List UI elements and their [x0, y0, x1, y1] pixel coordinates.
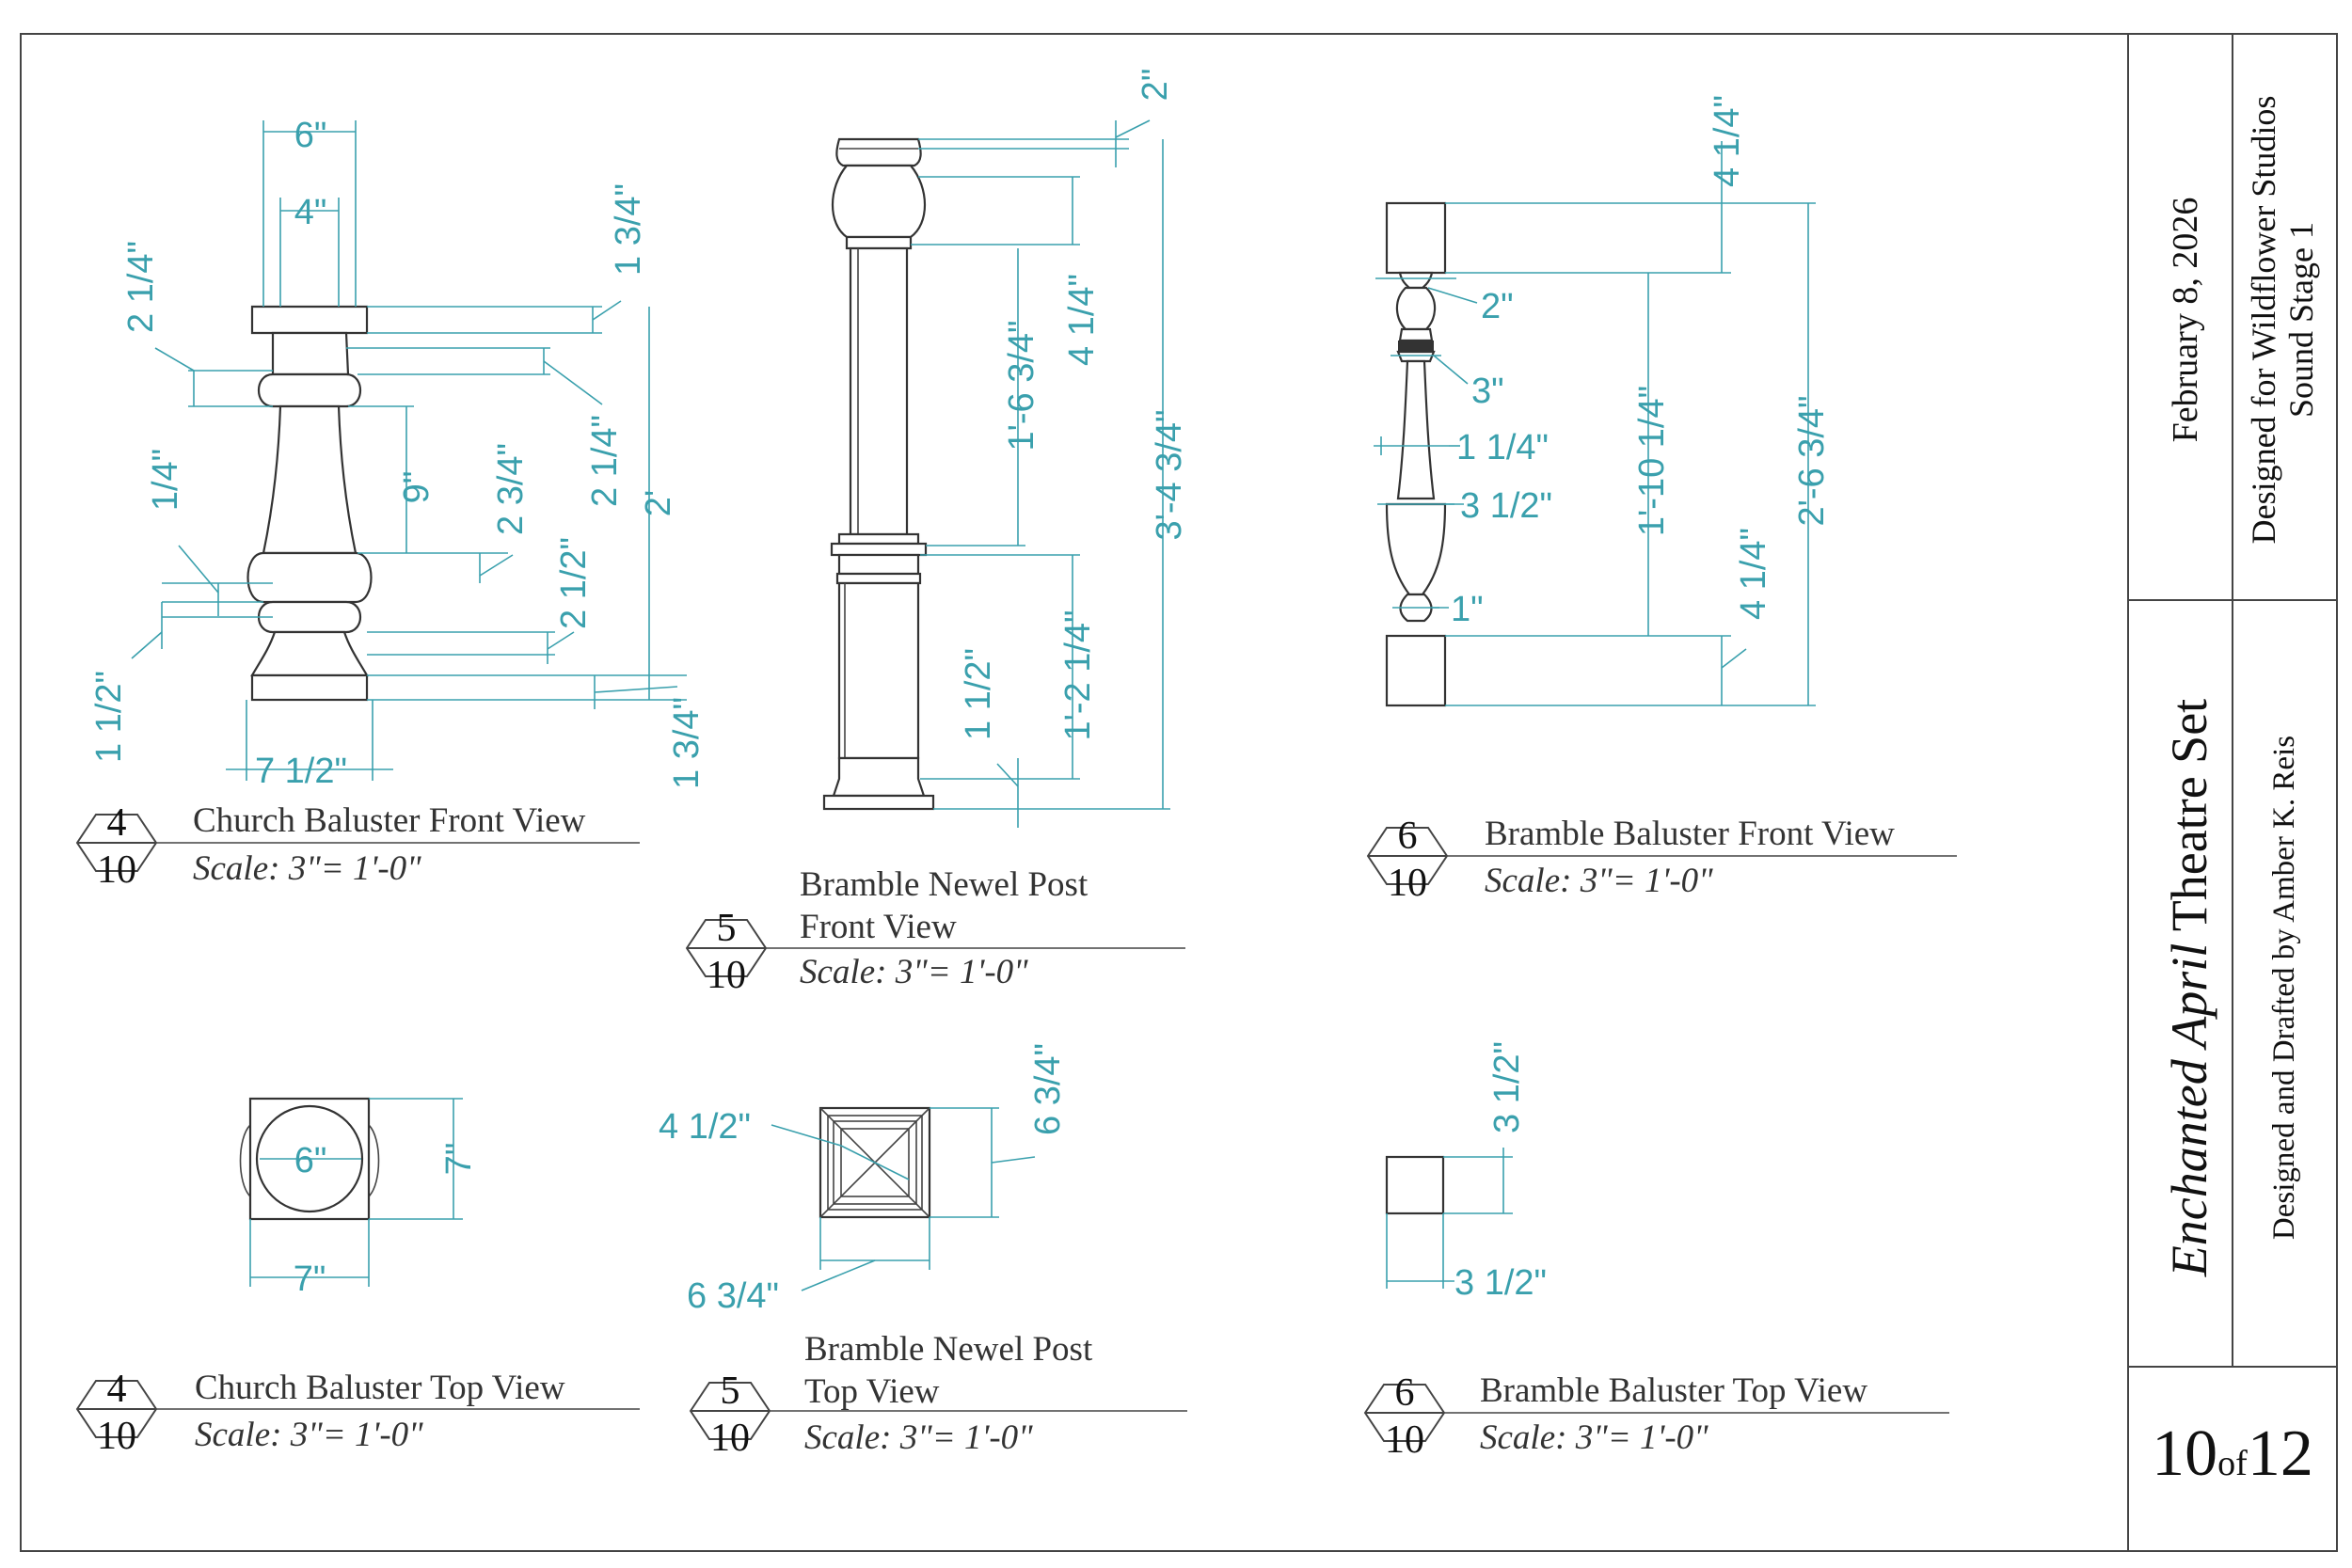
church-baluster-front-drawing: [246, 305, 373, 702]
svg-text:3 1/2": 3 1/2": [1454, 1263, 1547, 1303]
svg-text:4": 4": [294, 193, 327, 232]
view-title: Church Baluster Front View: [193, 801, 586, 840]
svg-text:10: 10: [1385, 1418, 1424, 1462]
bramble-top-dimensions: 3 1/2" 3 1/2": [1386, 1041, 1547, 1303]
svg-text:5: 5: [721, 1370, 740, 1413]
view-scale: Scale: 3"= 1'-0": [193, 849, 421, 888]
view-title: Bramble Newel Post: [800, 865, 1089, 904]
newel-top-dimensions: 4 1/2" 6 3/4" 6 3/4": [659, 1043, 1068, 1316]
sheet-number: 10of12: [2152, 1418, 2313, 1490]
designer-credit: Designed and Drafted by Amber K. Reis: [2267, 736, 2301, 1240]
view-scale: Scale: 3"= 1'-0": [800, 953, 1028, 991]
view-label-4-front: 4 10 Church Baluster Front View Scale: 3…: [75, 801, 640, 892]
view-label-5-front: 5 10 Bramble Newel Post Front View Scale…: [685, 865, 1185, 997]
svg-text:6 3/4": 6 3/4": [1028, 1043, 1068, 1135]
svg-text:4 1/4": 4 1/4": [1734, 528, 1773, 620]
venue: Sound Stage 1: [2282, 222, 2320, 418]
sheet-date: February 8, 2026: [2166, 198, 2205, 443]
svg-text:2'-6 3/4": 2'-6 3/4": [1792, 395, 1832, 526]
sheet-border: [20, 33, 2338, 1552]
svg-text:10: 10: [707, 954, 746, 997]
designed-for: Designed for Wildflower Studios: [2245, 96, 2282, 545]
svg-text:2 1/4": 2 1/4": [121, 241, 161, 333]
svg-text:3 1/2": 3 1/2": [1487, 1041, 1527, 1133]
view-label-6-top: 6 10 Bramble Baluster Top View Scale: 3"…: [1363, 1371, 1949, 1462]
svg-text:4 1/2": 4 1/2": [659, 1107, 751, 1147]
svg-text:1 3/4": 1 3/4": [609, 183, 648, 276]
church-front-dimensions: 6" 4" 2 1/4" 1 3/4" 2 1/4" 9" 2' 2 3/4" …: [89, 116, 707, 791]
view-scale: Scale: 3"= 1'-0": [804, 1418, 1033, 1457]
svg-text:6: 6: [1395, 1371, 1415, 1415]
newel-post-front-drawing: [822, 137, 935, 811]
view-title: Bramble Baluster Front View: [1485, 815, 1895, 853]
svg-text:10: 10: [710, 1417, 750, 1460]
svg-text:1 3/4": 1 3/4": [667, 697, 707, 789]
view-scale: Scale: 3"= 1'-0": [195, 1416, 423, 1454]
church-top-dimensions: 6" 7" 7": [249, 1098, 479, 1299]
svg-text:6: 6: [1398, 815, 1418, 858]
svg-text:7": 7": [294, 1259, 326, 1299]
svg-text:5: 5: [717, 907, 737, 950]
svg-text:10: 10: [1388, 862, 1427, 905]
svg-text:9": 9": [397, 471, 437, 504]
svg-text:4 1/4": 4 1/4": [1062, 274, 1102, 366]
svg-text:4: 4: [107, 1368, 127, 1411]
svg-text:4 1/4": 4 1/4": [1708, 95, 1747, 187]
view-sheet: 10: [97, 848, 136, 892]
svg-text:2": 2": [1481, 287, 1514, 326]
svg-text:3": 3": [1471, 372, 1504, 411]
svg-text:6": 6": [294, 116, 327, 155]
svg-text:1 1/2": 1 1/2": [959, 648, 998, 740]
svg-text:3 1/2": 3 1/2": [1460, 486, 1552, 526]
svg-text:1 1/2": 1 1/2": [89, 671, 129, 763]
svg-text:2 1/4": 2 1/4": [585, 415, 625, 507]
svg-text:1/4": 1/4": [146, 449, 185, 511]
svg-text:2 3/4": 2 3/4": [491, 443, 531, 535]
view-scale: Scale: 3"= 1'-0": [1485, 862, 1713, 900]
svg-text:Top View: Top View: [804, 1372, 940, 1411]
view-label-4-top: 4 10 Church Baluster Top View Scale: 3"=…: [75, 1368, 640, 1458]
svg-text:2": 2": [1136, 69, 1175, 102]
view-title: Bramble Baluster Top View: [1480, 1371, 1867, 1410]
view-title: Bramble Newel Post: [804, 1330, 1093, 1369]
view-label-5-top: 5 10 Bramble Newel Post Top View Scale: …: [689, 1330, 1187, 1460]
svg-text:1 1/4": 1 1/4": [1456, 428, 1549, 467]
svg-text:7 1/2": 7 1/2": [255, 752, 347, 791]
svg-text:1'-10 1/4": 1'-10 1/4": [1632, 386, 1672, 536]
bramble-front-dimensions: 4 1/4" 2" 3" 1 1/4" 3 1/2" 1'-10 1/4" 2'…: [1374, 95, 1832, 706]
svg-text:2': 2': [639, 490, 678, 516]
svg-text:1": 1": [1451, 590, 1484, 629]
view-scale: Scale: 3"= 1'-0": [1480, 1418, 1708, 1457]
view-label-6-front: 6 10 Bramble Baluster Front View Scale: …: [1366, 815, 1957, 905]
svg-text:3'-4 3/4": 3'-4 3/4": [1150, 409, 1189, 540]
view-title: Church Baluster Top View: [195, 1369, 565, 1407]
svg-text:Front View: Front View: [800, 908, 957, 946]
show-title: Enchanted April Theatre Set: [2161, 699, 2217, 1277]
svg-text:10: 10: [97, 1415, 136, 1458]
title-block: February 8, 2026 Designed for Wildflower…: [2152, 96, 2320, 1490]
svg-text:6": 6": [294, 1141, 327, 1180]
bramble-baluster-front-drawing: [1385, 201, 1447, 707]
view-number: 4: [107, 801, 127, 845]
newel-front-dimensions: 2" 4 1/4" 1'-6 3/4" 3'-4 3/4" 1'-2 1/4" …: [911, 69, 1189, 828]
bramble-baluster-top-drawing: [1385, 1155, 1445, 1215]
svg-text:1'-2 1/4": 1'-2 1/4": [1058, 610, 1098, 740]
svg-text:1'-6 3/4": 1'-6 3/4": [1002, 320, 1041, 451]
svg-text:6 3/4": 6 3/4": [687, 1276, 779, 1316]
svg-text:7": 7": [439, 1143, 479, 1176]
svg-text:2 1/2": 2 1/2": [554, 537, 594, 629]
